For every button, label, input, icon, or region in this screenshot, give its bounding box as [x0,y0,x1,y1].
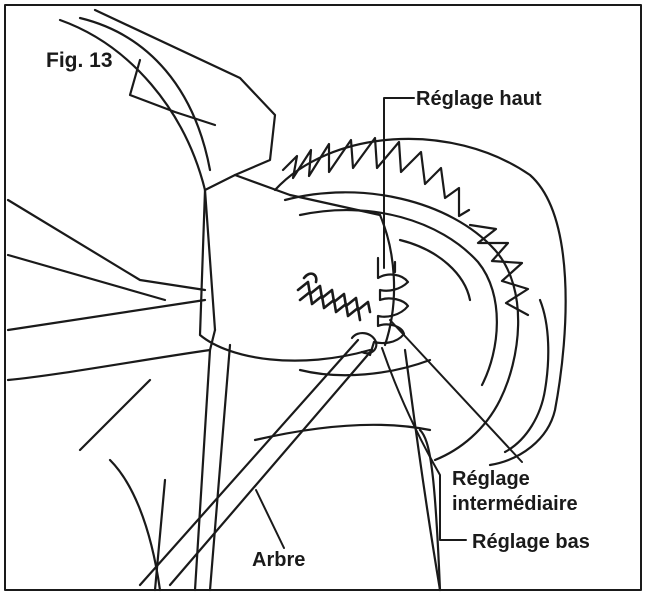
leader-low [381,347,467,541]
label-intermediate-setting-line2: intermédiaire [452,493,578,515]
leader-high [383,97,415,269]
figure-title: Fig. 13 [46,49,113,72]
mower-housing [6,8,442,592]
spring [296,272,372,322]
figure-frame [4,4,642,591]
leader-shaft [255,489,285,549]
label-low-setting: Réglage bas [472,531,590,553]
shaft [138,332,378,587]
leader-intermediate [389,319,523,463]
label-shaft: Arbre [252,549,306,571]
label-high-setting: Réglage haut [416,88,542,110]
label-intermediate-setting-line1: Réglage [452,468,530,490]
rear-wheel-tire [273,136,567,467]
callout-leaders [255,97,523,549]
